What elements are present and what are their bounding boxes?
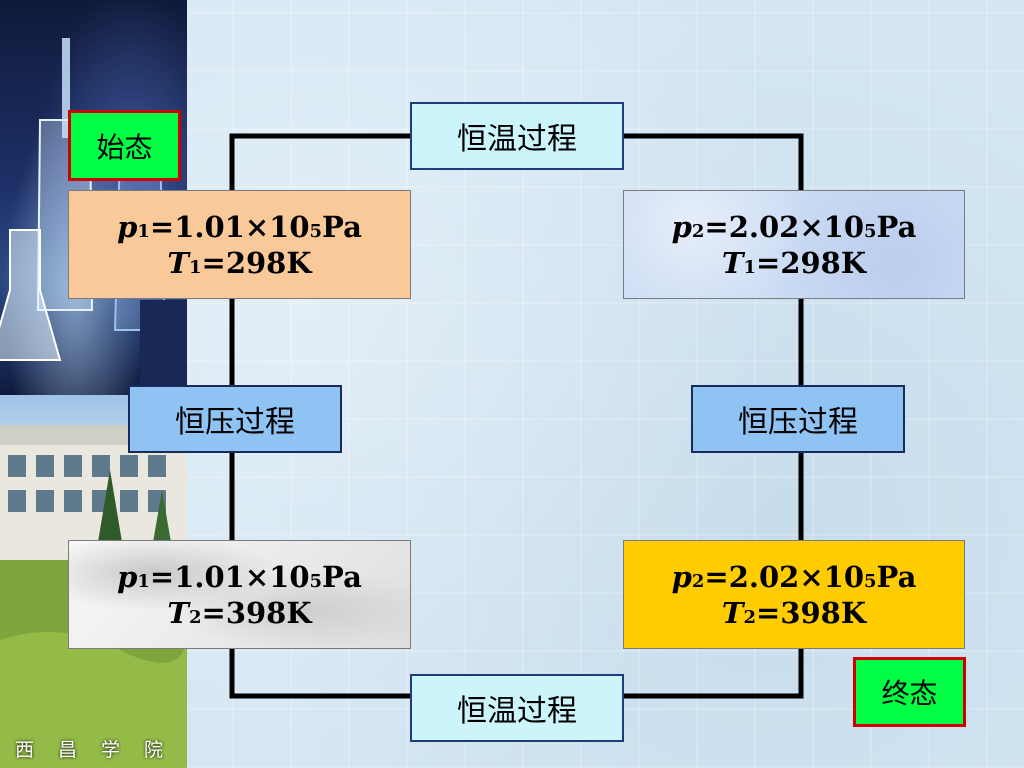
final-state-tag: 终态 bbox=[853, 657, 966, 727]
process-right-isobaric: 恒压过程 bbox=[691, 385, 905, 453]
initial-state-tag: 始态 bbox=[68, 110, 181, 181]
college-name: 西 昌 学 院 bbox=[14, 739, 173, 761]
process-left-isobaric: 恒压过程 bbox=[128, 385, 342, 453]
process-top-isothermal: 恒温过程 bbox=[410, 102, 624, 170]
process-bottom-isothermal: 恒温过程 bbox=[410, 674, 624, 742]
